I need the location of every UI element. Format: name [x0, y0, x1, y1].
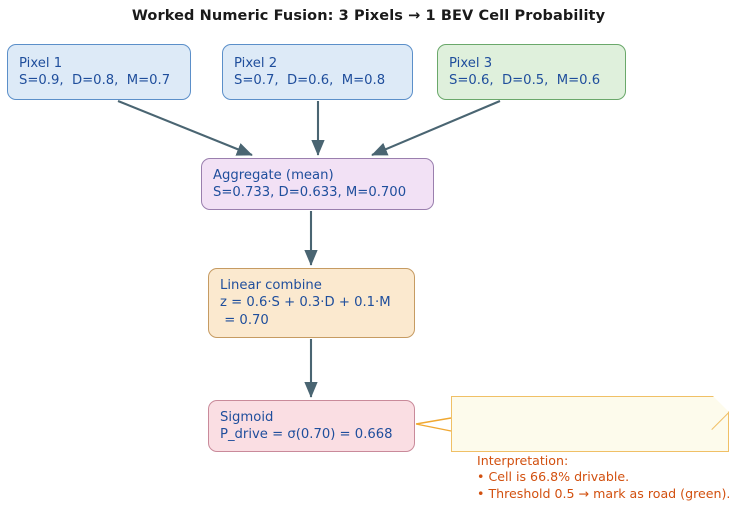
node-sigmoid-line-1: Sigmoid	[220, 409, 274, 425]
node-pixel-3[interactable]: Pixel 3 S=0.6, D=0.5, M=0.6	[437, 44, 626, 100]
edge-pixel1-to-aggregate	[117, 100, 253, 156]
note-bullet-1: • Cell is 66.8% drivable.	[477, 469, 630, 484]
node-pixel-2[interactable]: Pixel 2 S=0.7, D=0.6, M=0.8	[222, 44, 413, 100]
node-pixel-2-line-1: Pixel 2	[234, 55, 278, 71]
node-aggregate[interactable]: Aggregate (mean) S=0.733, D=0.633, M=0.7…	[201, 158, 434, 210]
note-bullet-2: • Threshold 0.5 → mark as road (green).	[477, 485, 731, 501]
node-aggregate-line-1: Aggregate (mean)	[213, 167, 334, 183]
node-pixel-1-line-2: S=0.9, D=0.8, M=0.7	[19, 73, 171, 88]
node-linear-combine[interactable]: Linear combine z = 0.6·S + 0.3·D + 0.1·M…	[208, 268, 415, 338]
node-pixel-3-line-2: S=0.6, D=0.5, M=0.6	[449, 73, 601, 88]
node-sigmoid-line-2: P_drive = σ(0.70) = 0.668	[220, 427, 393, 442]
node-linear-combine-line-1: Linear combine	[220, 277, 322, 293]
node-pixel-2-line-2: S=0.7, D=0.6, M=0.8	[234, 73, 386, 88]
node-pixel-1-line-1: Pixel 1	[19, 55, 63, 71]
node-pixel-3-line-1: Pixel 3	[449, 55, 493, 71]
interpretation-note[interactable]: Interpretation: • Cell is 66.8% drivable…	[451, 396, 730, 501]
node-pixel-1[interactable]: Pixel 1 S=0.9, D=0.8, M=0.7	[7, 44, 191, 100]
note-heading: Interpretation:	[477, 452, 569, 468]
node-linear-combine-line-2: z = 0.6·S + 0.3·D + 0.1·M	[220, 295, 391, 311]
edge-pixel3-to-aggregate	[371, 100, 501, 156]
diagram-canvas: Worked Numeric Fusion: 3 Pixels → 1 BEV …	[7, 8, 730, 501]
edge-sigmoid-to-note	[415, 417, 452, 432]
node-aggregate-line-2: S=0.733, D=0.633, M=0.700	[213, 185, 407, 200]
page-title: Worked Numeric Fusion: 3 Pixels → 1 BEV …	[131, 8, 606, 24]
node-linear-combine-line-3: = 0.70	[220, 312, 269, 328]
node-sigmoid[interactable]: Sigmoid P_drive = σ(0.70) = 0.668	[208, 400, 415, 452]
